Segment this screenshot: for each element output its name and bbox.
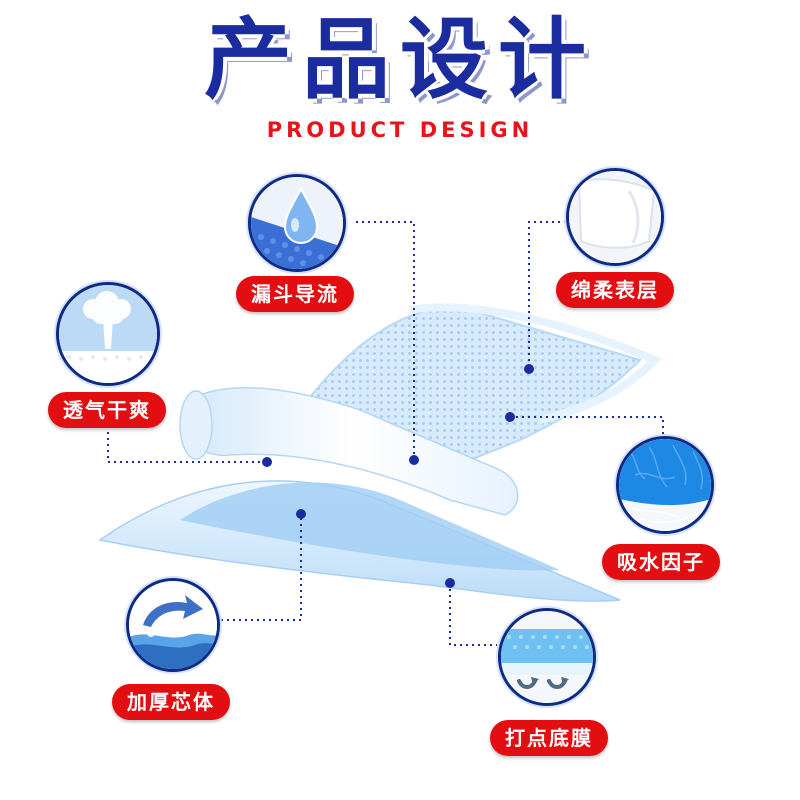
leader-dot-funnel — [409, 455, 419, 465]
leader-line-absorb — [510, 416, 664, 437]
leader-line-funnel — [356, 221, 415, 458]
feature-label-breathable: 透气干爽 — [48, 392, 166, 428]
water-drop-icon — [248, 174, 346, 272]
feature-label-film: 打点底膜 — [490, 720, 608, 756]
leader-line-thick — [215, 516, 302, 621]
pad-core — [180, 482, 560, 571]
breathable-cloud-icon — [56, 282, 160, 386]
leader-line-soft — [528, 221, 566, 367]
leader-line-breathable — [107, 432, 265, 463]
leader-dot-breathable — [262, 457, 272, 467]
leader-line-film — [449, 583, 497, 646]
leader-dot-thick — [296, 509, 306, 519]
page-subtitle: PRODUCT DESIGN — [266, 118, 534, 142]
pad-top-edge — [409, 303, 663, 424]
leader-dot-soft — [524, 364, 534, 374]
soft-fabric-icon — [566, 168, 664, 266]
pad-roll-end — [179, 390, 213, 460]
wave-arrow-icon — [126, 578, 220, 672]
feature-label-funnel: 漏斗导流 — [236, 276, 354, 312]
feature-label-thick: 加厚芯体 — [112, 684, 230, 720]
page-title: 产品设计 — [203, 8, 596, 111]
absorbent-fiber-icon — [616, 436, 714, 534]
feature-label-absorb: 吸水因子 — [602, 544, 720, 580]
leader-dot-absorb — [505, 412, 515, 422]
feature-label-soft: 绵柔表层 — [556, 272, 674, 308]
leader-dot-film — [445, 578, 455, 588]
dotted-film-icon — [498, 608, 596, 706]
